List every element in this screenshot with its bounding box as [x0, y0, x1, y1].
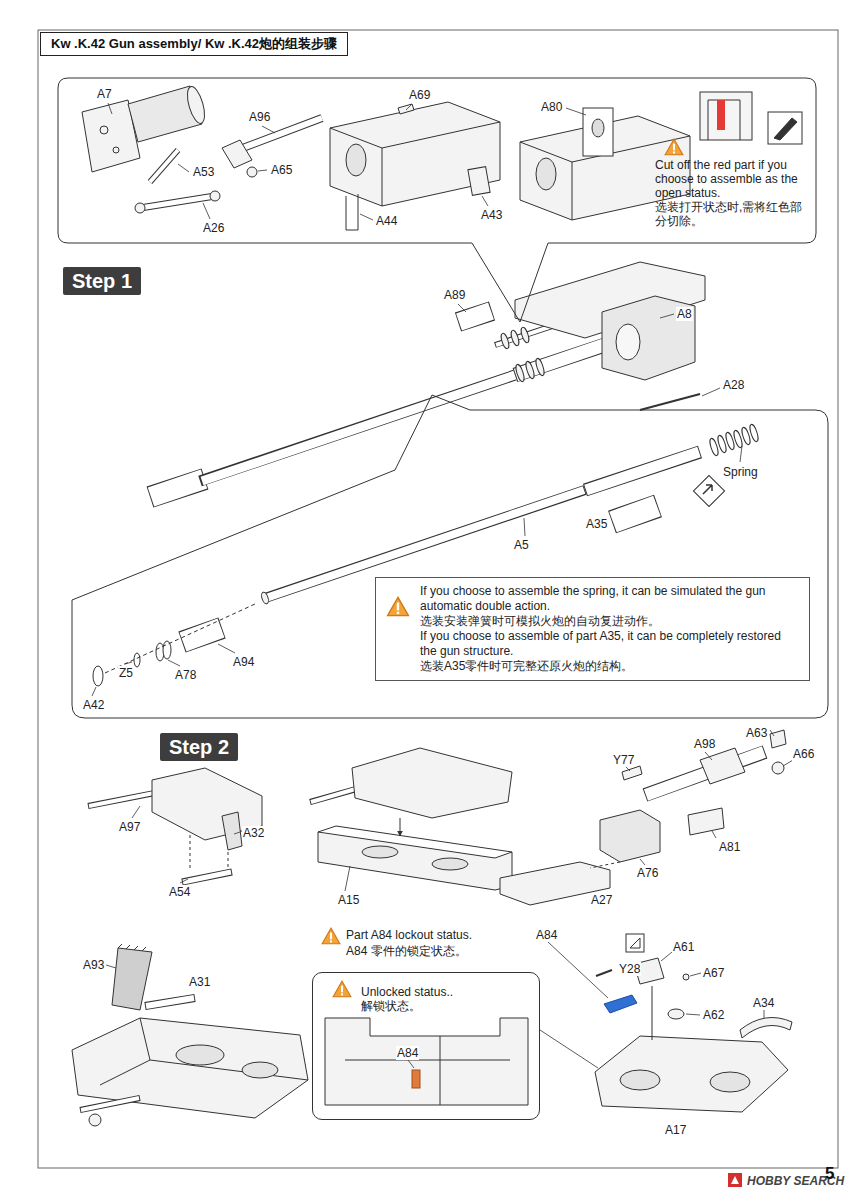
part-number: A84: [396, 1046, 419, 1060]
note-text: A84 零件的锁定状态。: [345, 944, 468, 958]
part-number: A84: [535, 928, 558, 942]
callout-border: [58, 78, 816, 322]
part-number: Y28: [618, 962, 641, 976]
part-number: A65: [270, 163, 293, 177]
step-label: Step 1: [63, 267, 141, 295]
part-number: A43: [480, 208, 503, 222]
part-number: A94: [232, 655, 255, 669]
part-number: A53: [192, 165, 215, 179]
part-number: A17: [664, 1123, 687, 1137]
node-text: Unlocked status..: [361, 985, 531, 999]
part-number: A34: [752, 996, 775, 1010]
part-number: A78: [174, 668, 197, 682]
detail-inset: Unlocked status..解锁状态。: [312, 972, 540, 1120]
part-number: A8: [676, 307, 693, 321]
node-text: 选装A35零件时可完整还原火炮的结构。: [420, 659, 799, 674]
part-number: A97: [118, 820, 141, 834]
part-number: A63: [745, 726, 768, 740]
part-number: A98: [693, 737, 716, 751]
part-number: A66: [792, 747, 815, 761]
part-number: A62: [702, 1008, 725, 1022]
part-number: A28: [722, 378, 745, 392]
part-number: Z5: [118, 666, 134, 680]
part-number: A27: [590, 893, 613, 907]
part-number: A35: [585, 517, 608, 531]
part-number: A5: [513, 538, 530, 552]
part-number: A93: [82, 958, 105, 972]
text-holder: Unlocked status..解锁状态。: [361, 985, 531, 1013]
part-number: A89: [443, 288, 466, 302]
part-number: A54: [168, 885, 191, 899]
callout-inset: Cut off the red part if you choose to as…: [58, 78, 816, 243]
part-number: A96: [248, 110, 271, 124]
step-label: Step 2: [160, 733, 238, 761]
part-number: Y77: [612, 753, 635, 767]
page-title: Kw .K.42 Gun assembly/ Kw .K.42炮的组装步骤: [40, 32, 348, 56]
part-number: A44: [375, 214, 398, 228]
part-number: A76: [636, 866, 659, 880]
part-name: Spring: [722, 465, 759, 479]
node-text: 解锁状态。: [361, 999, 531, 1013]
caution-box: If you choose to assemble the spring, it…: [375, 577, 810, 681]
node-text: Step 2: [169, 735, 229, 759]
part-number: A69: [408, 88, 431, 102]
node-text: If you choose to assemble of part A35, i…: [420, 629, 799, 659]
part-number: A7: [96, 87, 113, 101]
part-number: A67: [702, 966, 725, 980]
node-text: Step 1: [72, 269, 132, 293]
node-text: If you choose to assemble the spring, it…: [420, 584, 799, 614]
part-number: A31: [188, 975, 211, 989]
part-number: A32: [242, 826, 265, 840]
node-text: 选装安装弹簧时可模拟火炮的自动复进动作。: [420, 614, 799, 629]
node-text: Cut off the red part if you choose to as…: [655, 158, 813, 200]
part-number: A42: [82, 698, 105, 712]
note-text: Part A84 lockout status.: [345, 928, 473, 942]
node-text: 选装打开状态时,需将红色部分切除。: [655, 200, 813, 228]
part-number: A15: [337, 893, 360, 907]
page-number: 5: [824, 1164, 835, 1184]
part-number: A81: [718, 840, 741, 854]
part-number: A26: [202, 221, 225, 235]
text-holder: Cut off the red part if you choose to as…: [655, 158, 813, 228]
part-number: A61: [672, 940, 695, 954]
part-number: A80: [540, 100, 563, 114]
